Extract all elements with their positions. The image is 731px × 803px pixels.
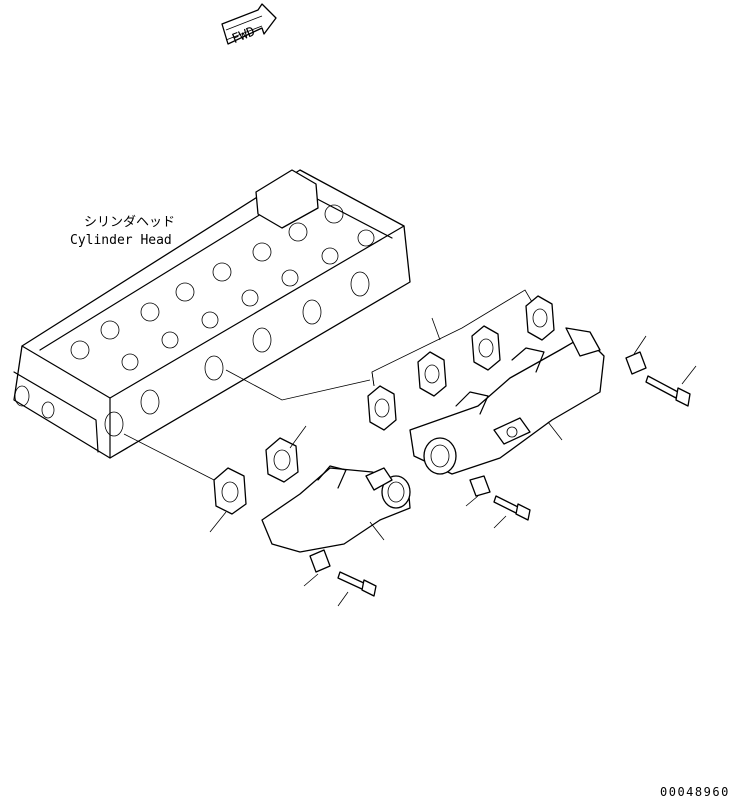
spacer-front: [309, 549, 331, 573]
cylinder-head-label-jp: シリンダヘッド: [84, 215, 175, 230]
gaskets-rear: [367, 295, 555, 431]
exhaust-manifold-rear: [409, 327, 605, 475]
fwd-arrow-icon: FWD: [221, 3, 277, 47]
bolt-rear-mid: [493, 495, 531, 521]
exhaust-manifold-front: [261, 465, 411, 553]
leader-lines: [123, 289, 533, 483]
spacer-rear-right: [625, 351, 647, 375]
cylinder-head: [13, 169, 411, 459]
gaskets-front: [213, 437, 299, 515]
callout-lines: [209, 335, 697, 607]
bolt-front: [337, 571, 377, 597]
spacer-rear-mid: [469, 475, 491, 497]
bolt-rear-right: [645, 375, 691, 407]
drawing-number: 00048960: [660, 785, 730, 799]
cylinder-head-label-en: Cylinder Head: [70, 233, 172, 248]
